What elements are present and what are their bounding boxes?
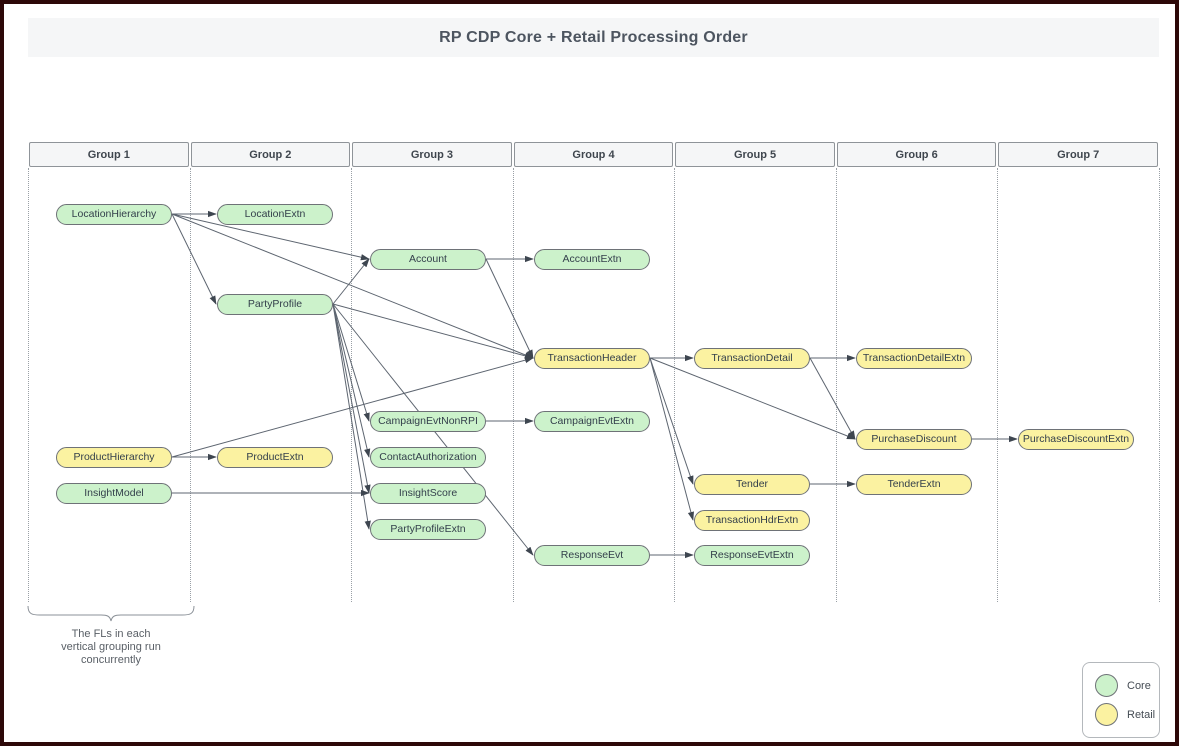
node-AccountExtn[interactable]: AccountExtn: [534, 248, 650, 270]
legend-item-retail: Retail: [1095, 703, 1159, 726]
node-TransactionHdrExtn[interactable]: TransactionHdrExtn: [694, 509, 810, 531]
column-boundary-line: [28, 168, 29, 602]
group-header-6: Group 6: [836, 142, 997, 167]
node-ProductHierarchy[interactable]: ProductHierarchy: [56, 446, 172, 468]
node-InsightModel[interactable]: InsightModel: [56, 482, 172, 504]
annotation-line: The FLs in each: [71, 628, 151, 640]
node-PurchaseDiscountExtn[interactable]: PurchaseDiscountExtn: [1018, 428, 1134, 450]
node-LocationHierarchy[interactable]: LocationHierarchy: [56, 203, 172, 225]
node-CampaignEvtNonRPI[interactable]: CampaignEvtNonRPI: [370, 410, 486, 432]
node-TransactionDetailExtn[interactable]: TransactionDetailExtn: [856, 347, 972, 369]
annotation-line: vertical grouping run: [61, 641, 161, 653]
group-header-5: Group 5: [675, 142, 835, 167]
node-CampaignEvtExtn[interactable]: CampaignEvtExtn: [534, 410, 650, 432]
node-Tender[interactable]: Tender: [694, 473, 810, 495]
edge-LocationHierarchy-to-Account: [171, 213, 370, 261]
edge-PartyProfile-to-TransactionHeader: [332, 303, 534, 359]
edge-LocationHierarchy-to-TransactionHeader: [171, 213, 534, 359]
legend-label: Core: [1127, 679, 1151, 692]
edge-ProductHierarchy-to-TransactionHeader: [171, 357, 534, 458]
edge-PartyProfile-to-CampaignEvtNonRPI: [332, 303, 370, 422]
column-boundary-line: [997, 168, 999, 602]
node-TenderExtn[interactable]: TenderExtn: [856, 473, 972, 495]
group-header-4: Group 4: [513, 142, 674, 167]
group-header-1: Group 1: [29, 142, 189, 167]
edge-TransactionHeader-to-Tender: [649, 357, 694, 485]
node-InsightScore[interactable]: InsightScore: [370, 482, 486, 504]
node-TransactionHeader[interactable]: TransactionHeader: [534, 347, 650, 369]
edge-PartyProfile-to-PartyProfileExtn: [332, 303, 371, 530]
edge-TransactionHeader-to-TransactionHdrExtn: [649, 357, 694, 521]
edge-PartyProfile-to-ContactAuthorization: [332, 303, 371, 458]
core-swatch-icon: [1095, 674, 1118, 697]
edge-Account-to-TransactionHeader: [485, 258, 534, 359]
edge-LocationHierarchy-to-PartyProfile: [171, 213, 217, 305]
group-header-3: Group 3: [352, 142, 512, 167]
edge-PartyProfile-to-Account: [332, 258, 370, 305]
column-boundary-line: [512, 168, 514, 602]
edge-PartyProfile-to-InsightScore: [332, 303, 371, 494]
node-ProductExtn[interactable]: ProductExtn: [217, 446, 333, 468]
edge-TransactionHeader-to-PurchaseDiscount: [649, 357, 856, 440]
node-ContactAuthorization[interactable]: ContactAuthorization: [370, 446, 486, 468]
node-Account[interactable]: Account: [370, 248, 486, 270]
retail-swatch-icon: [1095, 703, 1118, 726]
page-title: RP CDP Core + Retail Processing Order: [28, 18, 1159, 57]
legend-label: Retail: [1127, 708, 1156, 721]
group-header-7: Group 7: [998, 142, 1158, 167]
node-LocationExtn[interactable]: LocationExtn: [217, 203, 333, 225]
node-ResponseEvt[interactable]: ResponseEvt: [534, 544, 650, 566]
node-PurchaseDiscount[interactable]: PurchaseDiscount: [856, 428, 972, 450]
node-ResponseEvtExtn[interactable]: ResponseEvtExtn: [694, 544, 810, 566]
node-PartyProfile[interactable]: PartyProfile: [217, 293, 333, 315]
legend-item-core: Core: [1095, 674, 1159, 697]
column-boundary-line: [674, 168, 676, 602]
column-boundary-line: [189, 168, 191, 602]
annotation-line: concurrently: [81, 654, 141, 666]
column-boundary-line: [835, 168, 837, 602]
node-PartyProfileExtn[interactable]: PartyProfileExtn: [370, 518, 486, 540]
node-TransactionDetail[interactable]: TransactionDetail: [694, 347, 810, 369]
group-header-2: Group 2: [190, 142, 351, 167]
column-boundary-line: [1159, 168, 1160, 602]
concurrency-brace: [27, 605, 195, 622]
edge-TransactionDetail-to-PurchaseDiscount: [809, 357, 856, 440]
